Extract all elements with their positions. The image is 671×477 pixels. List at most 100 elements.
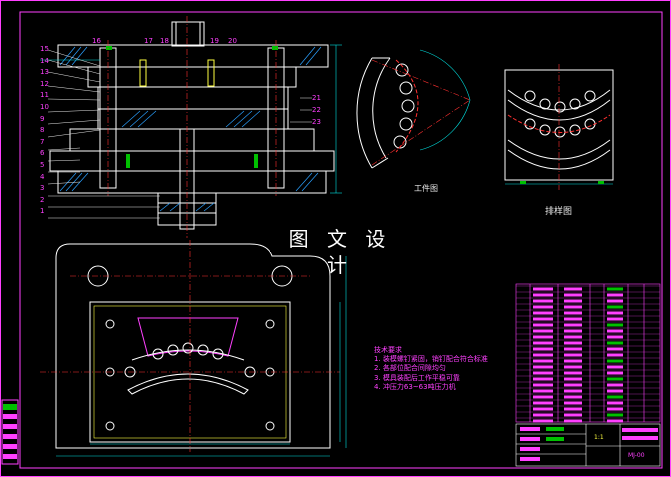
bom-cell-fill xyxy=(564,365,582,369)
bom-cell-fill xyxy=(564,377,582,381)
bom-cell-fill xyxy=(564,419,582,423)
bom-cell-fill xyxy=(607,395,623,399)
bom-cell-fill xyxy=(533,377,553,381)
bom-cell-fill xyxy=(607,383,623,387)
bom-cell-fill xyxy=(607,293,623,297)
part-number-label: 10 xyxy=(40,103,49,111)
part-number-label: 1 xyxy=(40,207,45,216)
bom-cell-fill xyxy=(533,365,553,369)
bom-cell-fill xyxy=(564,323,582,327)
bom-cell-fill xyxy=(607,359,623,363)
bom-cell-fill xyxy=(564,383,582,387)
part-number-label: 5 xyxy=(40,161,45,169)
part-number-label: 19 xyxy=(210,37,219,45)
bom-cell-fill xyxy=(607,335,623,339)
section-hatch xyxy=(59,46,322,212)
bom-cell-fill xyxy=(533,323,553,327)
bom-cell-fill xyxy=(564,305,582,309)
plan-centerlines xyxy=(40,240,340,452)
section-view xyxy=(49,21,335,230)
part-number-label: 3 xyxy=(40,184,45,193)
bom-cell-fill xyxy=(564,347,582,351)
bom-cell-fill xyxy=(607,317,623,321)
bom-cell-fill xyxy=(607,407,623,411)
bom-cell-fill xyxy=(607,323,623,327)
bom-cell-fill xyxy=(564,395,582,399)
part-number-label: 8 xyxy=(40,126,45,135)
bom-cell-fill xyxy=(564,329,582,333)
bom-cell-fill xyxy=(607,413,623,417)
bom-cell-fill xyxy=(564,389,582,393)
bom-cell-fill xyxy=(607,389,623,393)
part-number-label: 7 xyxy=(40,137,45,146)
plan-view xyxy=(55,243,331,449)
watermark-title: 图 文 设 计 xyxy=(270,226,410,277)
part-number-label: 21 xyxy=(312,94,321,102)
bom-cell-fill xyxy=(607,347,623,351)
bom-cell-fill xyxy=(607,353,623,357)
section-centerlines xyxy=(107,16,277,238)
bom-cell-fill xyxy=(564,287,582,291)
bom-cell-fill xyxy=(564,359,582,363)
bom-cell-fill xyxy=(564,299,582,303)
bom-cell-fill xyxy=(607,401,623,405)
leader-lines xyxy=(47,49,312,219)
bom-cell-fill xyxy=(607,377,623,381)
part-number-label: 15 xyxy=(40,45,49,53)
bom-cell-fill xyxy=(533,383,553,387)
bom-cell-fill xyxy=(607,311,623,315)
part-number-label: 4 xyxy=(40,172,45,181)
title-block xyxy=(515,423,661,467)
bom-cell-fill xyxy=(564,293,582,297)
drawing-frame xyxy=(19,11,663,469)
tech-note-4: 4. 冲压力63~63吨压力机 xyxy=(374,382,456,391)
part-number-label: 11 xyxy=(40,91,49,100)
bom-cell-fill xyxy=(607,419,623,423)
bom-cell-fill xyxy=(533,371,553,375)
tech-note-1: 1. 装模螺钉紧固，销钉配合符合标准 xyxy=(374,355,488,364)
bom-cell-fill xyxy=(533,401,553,405)
bom-cell-fill xyxy=(533,353,553,357)
bom-cell-fill xyxy=(533,299,553,303)
plan-dims xyxy=(56,256,347,457)
bom-cell-fill xyxy=(564,413,582,417)
parts-list xyxy=(515,283,661,423)
bom-cell-fill xyxy=(533,407,553,411)
side-strip xyxy=(1,399,19,465)
part-number-label: 14 xyxy=(40,56,49,65)
section-dims xyxy=(40,44,342,194)
bom-cell-fill xyxy=(607,305,623,309)
part-number-label: 12 xyxy=(40,79,49,88)
bom-cell-fill xyxy=(533,329,553,333)
bom-cell-fill xyxy=(533,293,553,297)
bom-cell-fill xyxy=(564,317,582,321)
part-number-label: 6 xyxy=(40,149,45,158)
bom-cell-fill xyxy=(533,311,553,315)
part-number-label: 16 xyxy=(92,37,101,45)
part-number-label: 18 xyxy=(160,37,169,45)
bom-cell-fill xyxy=(564,407,582,411)
bom-cell-fill xyxy=(533,347,553,351)
bom-cell-fill xyxy=(607,371,623,375)
bom-cell-fill xyxy=(533,359,553,363)
parts-list-rows xyxy=(516,285,660,423)
bom-cell-fill xyxy=(607,299,623,303)
bom-cell-fill xyxy=(533,287,553,291)
bom-cell-fill xyxy=(564,401,582,405)
strip-layout-view xyxy=(504,64,614,190)
part-number-label: 9 xyxy=(40,114,45,123)
bom-cell-fill xyxy=(533,305,553,309)
bom-cell-fill xyxy=(533,335,553,339)
technical-notes: 技术要求 1. 装模螺钉紧固，销钉配合符合标准 2. 各部位配合间隙均匀 3. … xyxy=(374,346,488,392)
bom-cell-fill xyxy=(564,341,582,345)
bom-cell-fill xyxy=(564,371,582,375)
bom-cell-fill xyxy=(564,353,582,357)
part-number-label: 2 xyxy=(40,195,45,204)
part-number-label: 13 xyxy=(40,68,49,77)
section-accents xyxy=(106,46,278,168)
bom-cell-fill xyxy=(607,287,623,291)
part-number-label: 23 xyxy=(312,118,321,126)
bom-cell-fill xyxy=(533,389,553,393)
